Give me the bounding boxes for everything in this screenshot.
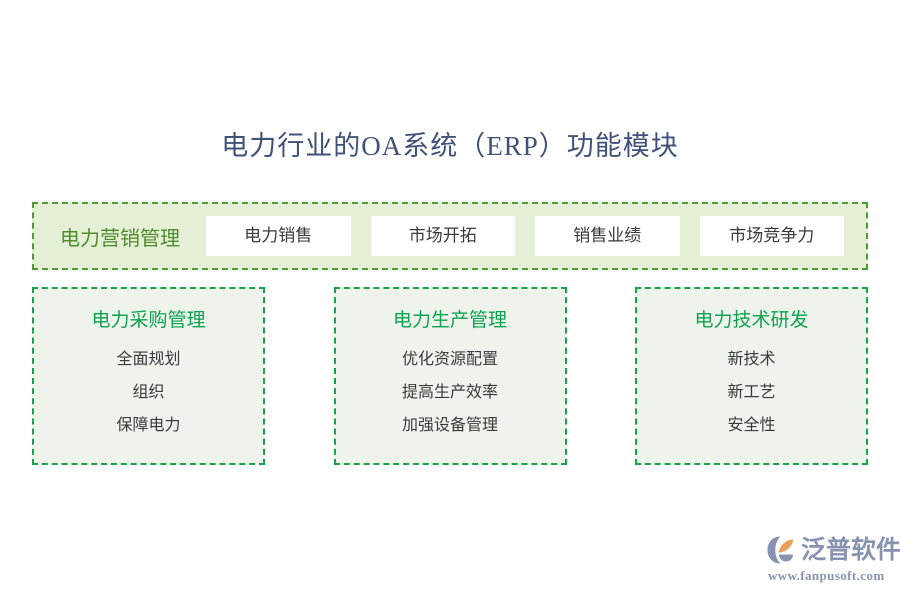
module-item: 组织 (132, 384, 165, 401)
module-item: 全面规划 (116, 351, 181, 368)
watermark-brand-name: 泛普软件 (801, 536, 900, 564)
banner-item-market-competitiveness[interactable]: 市场竞争力 (699, 216, 844, 256)
module-item: 提高生产效率 (401, 384, 498, 401)
module-item: 加强设备管理 (401, 417, 498, 434)
watermark-brand-row: 泛普软件 (766, 534, 900, 566)
module-card-procurement[interactable]: 电力采购管理 全面规划 组织 保障电力 (32, 287, 265, 465)
marketing-management-banner: 电力营销管理 电力销售 市场开拓 销售业绩 市场竞争力 (32, 202, 868, 270)
banner-item-list: 电力销售 市场开拓 销售业绩 市场竞争力 (206, 216, 866, 256)
module-item: 优化资源配置 (401, 351, 498, 368)
module-card-title: 电力技术研发 (694, 310, 809, 331)
banner-item-sales-performance[interactable]: 销售业绩 (535, 216, 680, 256)
module-columns: 电力采购管理 全面规划 组织 保障电力 电力生产管理 优化资源配置 提高生产效率… (32, 287, 868, 465)
module-card-title: 电力采购管理 (91, 310, 206, 331)
module-item: 新技术 (727, 351, 776, 368)
fanpu-logo-icon (767, 536, 794, 564)
module-card-technology-rnd[interactable]: 电力技术研发 新技术 新工艺 安全性 (635, 287, 868, 465)
banner-item-power-sales[interactable]: 电力销售 (206, 216, 351, 256)
module-card-production[interactable]: 电力生产管理 优化资源配置 提高生产效率 加强设备管理 (333, 287, 567, 465)
module-item: 安全性 (727, 417, 776, 434)
module-card-title: 电力生产管理 (392, 310, 507, 331)
page-title: 电力行业的OA系统（ERP）功能模块 (221, 131, 679, 161)
banner-item-market-expansion[interactable]: 市场开拓 (370, 216, 515, 256)
module-item: 新工艺 (727, 384, 776, 401)
module-item: 保障电力 (116, 417, 181, 434)
banner-label: 电力营销管理 (60, 227, 180, 250)
watermark-url: www.fanpusoft.com (768, 568, 885, 583)
watermark: 泛普软件 www.fanpusoft.com (766, 534, 900, 586)
